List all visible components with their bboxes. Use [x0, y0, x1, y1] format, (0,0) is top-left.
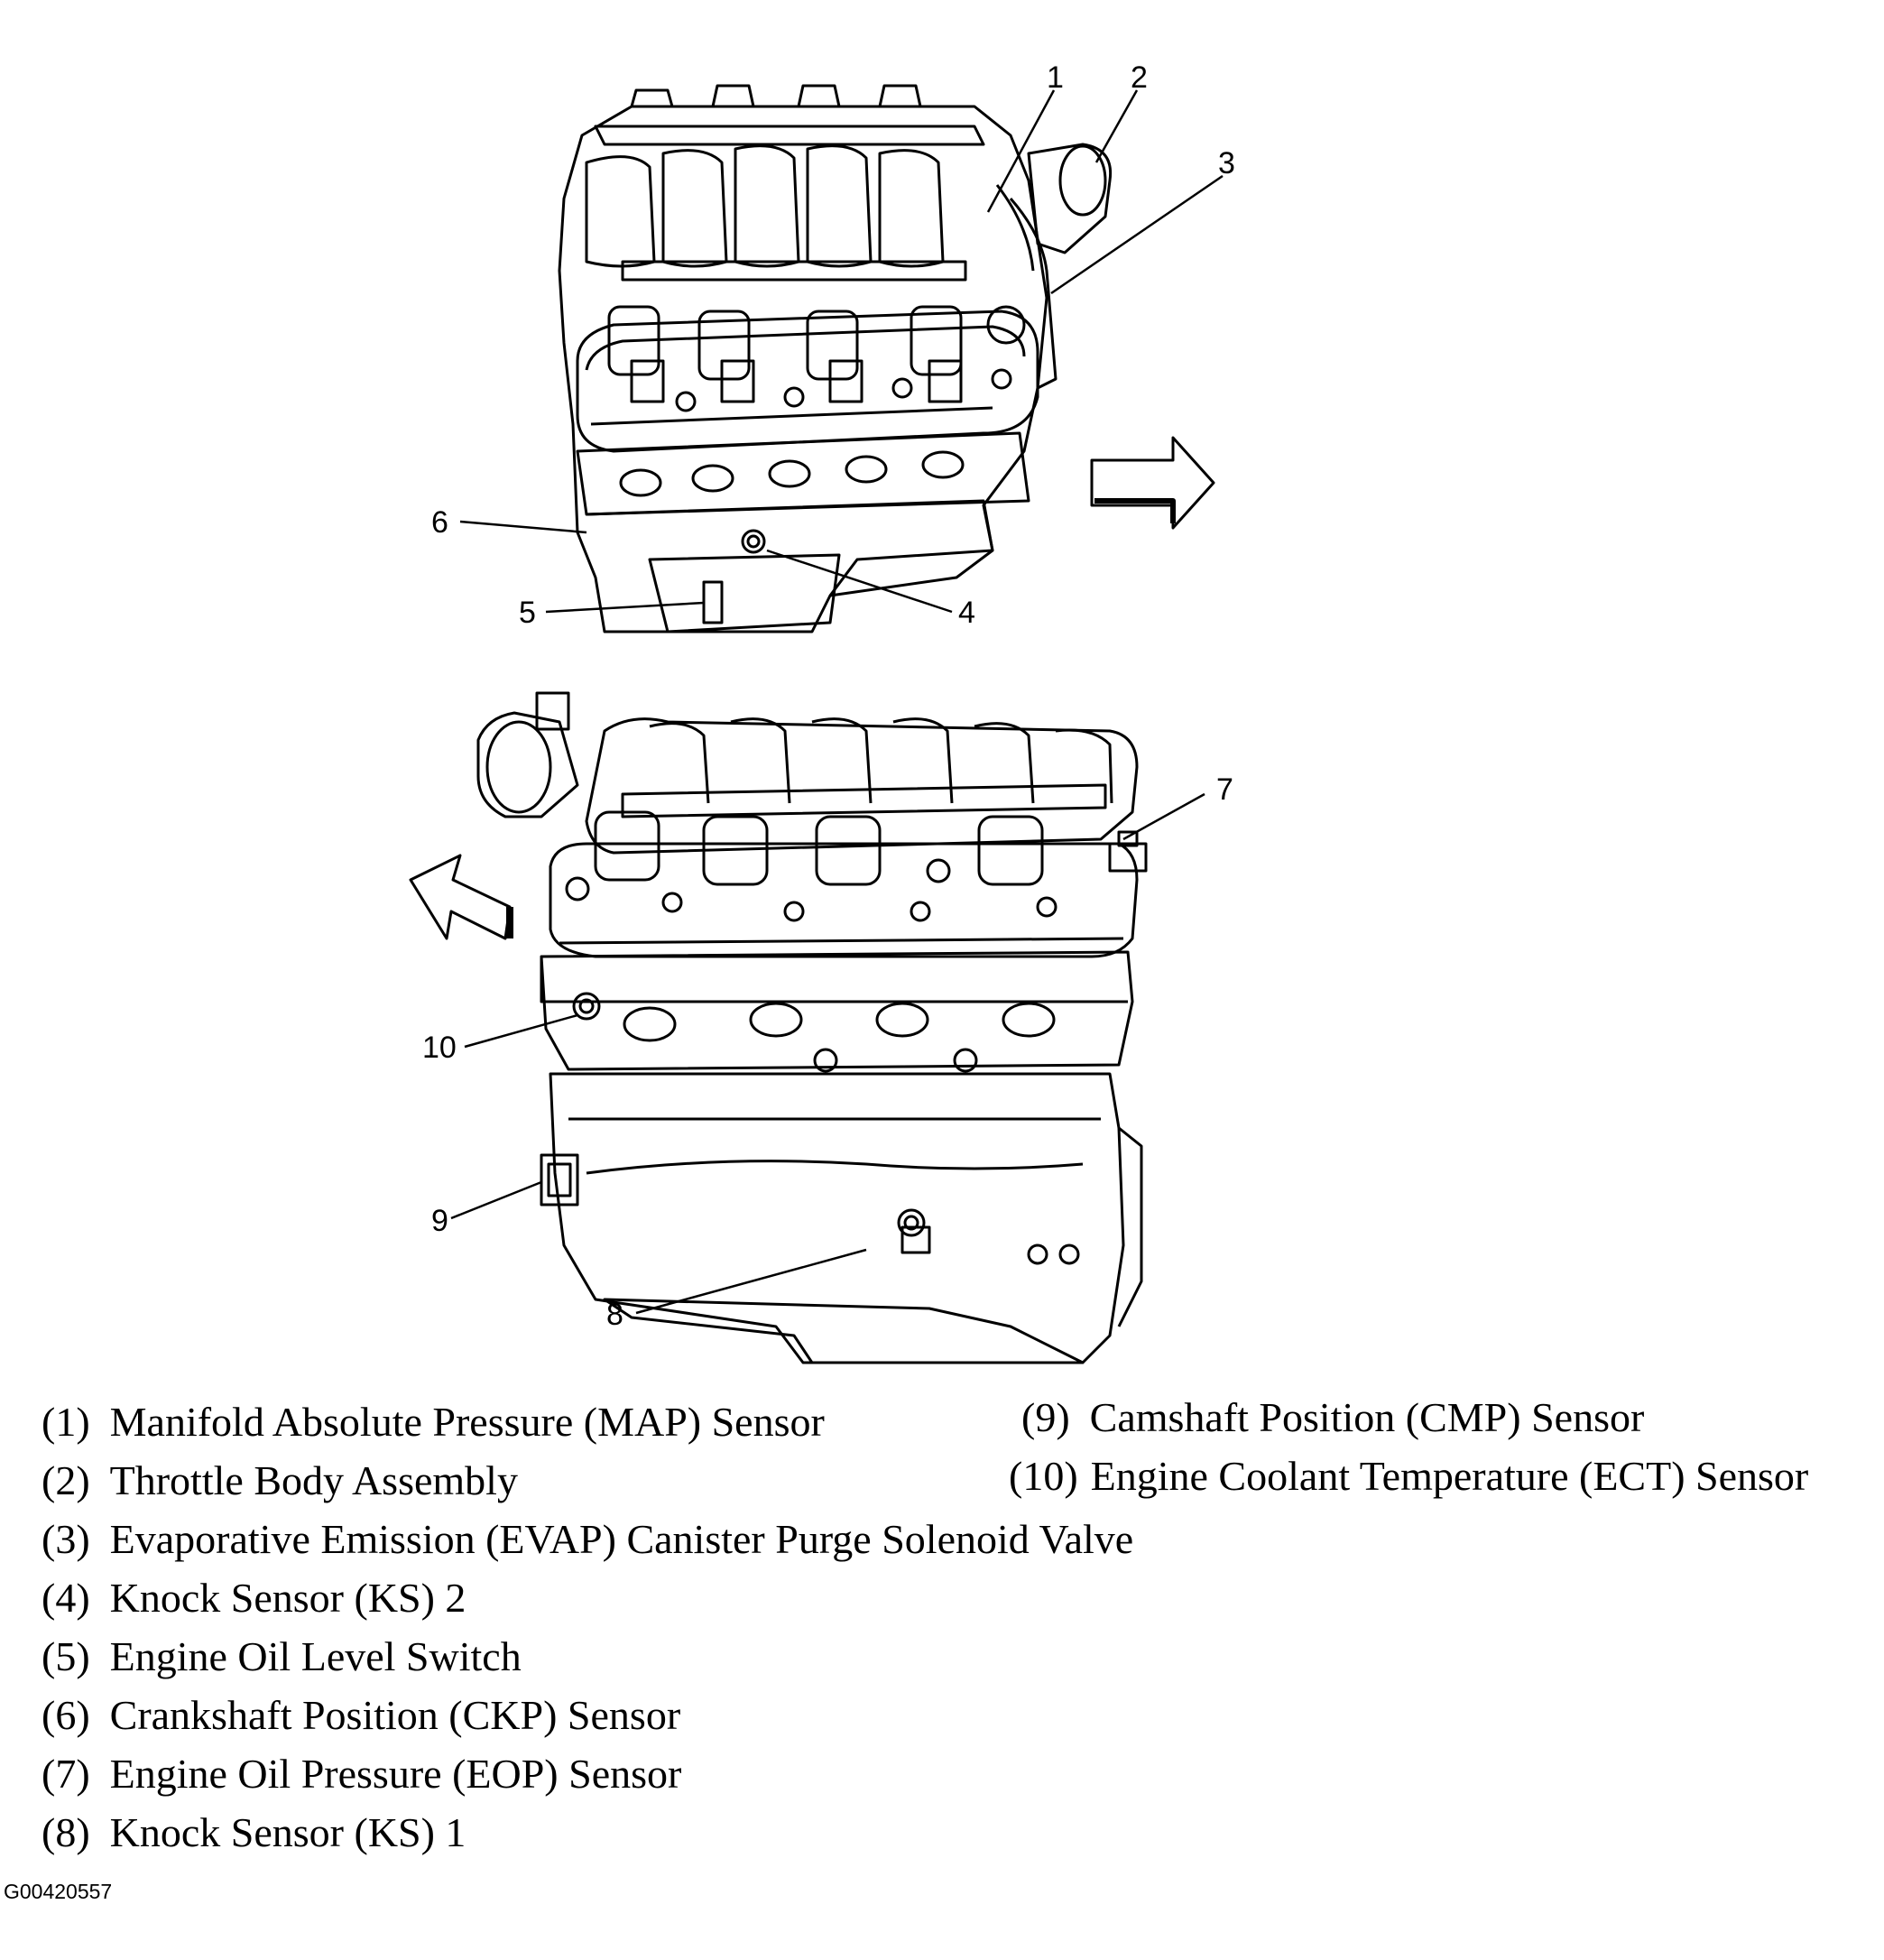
legend-item-8: (8) Knock Sensor (KS) 1 — [42, 1812, 466, 1854]
legend-number: (8) — [42, 1809, 90, 1855]
legend-text: Knock Sensor (KS) 2 — [109, 1575, 466, 1621]
callout-6: 6 — [431, 505, 448, 540]
legend-text: Engine Oil Pressure (EOP) Sensor — [109, 1751, 682, 1797]
legend-item-1: (1) Manifold Absolute Pressure (MAP) Sens… — [42, 1401, 825, 1443]
legend-text: Throttle Body Assembly — [109, 1457, 518, 1503]
legend-item-4: (4) Knock Sensor (KS) 2 — [42, 1577, 466, 1619]
leader-8 — [635, 1248, 867, 1315]
legend-item-9: (9) Camshaft Position (CMP) Sensor — [1021, 1397, 1644, 1438]
legend-number: (2) — [42, 1457, 90, 1503]
leader-2 — [1094, 89, 1139, 163]
legend-text: Manifold Absolute Pressure (MAP) Sensor — [109, 1399, 825, 1445]
callout-8: 8 — [606, 1298, 623, 1332]
legend-item-3: (3) Evaporative Emission (EVAP) Canister … — [42, 1519, 1133, 1560]
callout-9: 9 — [431, 1204, 448, 1238]
legend-text: Evaporative Emission (EVAP) Canister Pur… — [109, 1516, 1134, 1562]
legend-item-7: (7) Engine Oil Pressure (EOP) Sensor — [42, 1753, 681, 1795]
leader-5 — [545, 601, 705, 614]
leader-6 — [459, 520, 587, 534]
legend-text: Knock Sensor (KS) 1 — [109, 1809, 466, 1855]
legend-item-6: (6) Crankshaft Position (CKP) Sensor — [42, 1695, 680, 1736]
leader-9 — [450, 1180, 542, 1220]
callout-labels: 1 2 3 4 5 6 7 8 9 10 — [422, 60, 1235, 1332]
legend-item-2: (2) Throttle Body Assembly — [42, 1460, 518, 1502]
callout-5: 5 — [519, 596, 536, 630]
legend-text: Engine Coolant Temperature (ECT) Sensor — [1090, 1453, 1809, 1499]
figure-id: G00420557 — [4, 1880, 113, 1903]
legend-number: (1) — [42, 1399, 90, 1445]
legend-number: (10) — [1009, 1453, 1078, 1499]
callout-4: 4 — [958, 596, 975, 630]
leader-10 — [464, 1013, 578, 1049]
legend-text: Crankshaft Position (CKP) Sensor — [109, 1692, 681, 1738]
top-engine-illustration — [558, 84, 1113, 633]
callout-1: 1 — [1047, 60, 1064, 95]
legend-number: (6) — [42, 1692, 90, 1738]
callout-2: 2 — [1131, 60, 1148, 95]
legend-number: (3) — [42, 1516, 90, 1562]
callout-7: 7 — [1216, 772, 1233, 807]
legend-item-5: (5) Engine Oil Level Switch — [42, 1636, 522, 1678]
callout-3: 3 — [1218, 146, 1235, 180]
callout-10: 10 — [422, 1031, 457, 1065]
arrow-right-icon — [1090, 436, 1215, 530]
legend-number: (7) — [42, 1751, 90, 1797]
legend-number: (4) — [42, 1575, 90, 1621]
legend-text: Engine Oil Level Switch — [109, 1633, 522, 1679]
legend-number: (5) — [42, 1633, 90, 1679]
bottom-engine-illustration — [476, 691, 1148, 1364]
leader-1 — [986, 89, 1056, 213]
leader-lines — [450, 89, 1224, 1315]
leader-3 — [1050, 174, 1224, 295]
leader-4 — [766, 549, 953, 614]
arrow-up-left-icon — [409, 854, 513, 940]
legend-number: (9) — [1021, 1394, 1070, 1440]
legend-text: Camshaft Position (CMP) Sensor — [1089, 1394, 1645, 1440]
legend-item-10: (10) Engine Coolant Temperature (ECT) Sen… — [1009, 1456, 1808, 1497]
leader-7 — [1122, 792, 1205, 841]
